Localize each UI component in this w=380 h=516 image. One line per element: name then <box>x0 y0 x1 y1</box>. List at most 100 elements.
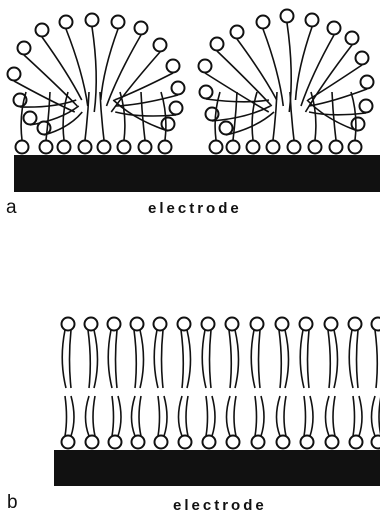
lipid-tail <box>118 396 121 436</box>
lipid-tail <box>277 396 281 436</box>
lipid-head <box>132 436 145 449</box>
lipid-head <box>257 16 270 29</box>
lipid-head <box>346 32 359 45</box>
lipid-tail <box>349 330 353 388</box>
lipid-tail <box>24 55 77 106</box>
panel-a-caption: electrode <box>148 200 242 217</box>
lipid-head <box>172 82 185 95</box>
lipid-tail <box>101 29 118 100</box>
lipid-tail <box>164 396 167 436</box>
lipid-head <box>178 318 191 331</box>
lipid-head <box>85 318 98 331</box>
lipid-tail <box>86 396 90 436</box>
lipid-head <box>220 122 233 135</box>
lipid-head <box>155 436 168 449</box>
lipid-tail <box>311 92 316 140</box>
lipid-tail <box>62 330 66 388</box>
lipid-tail <box>92 27 96 112</box>
lipid-head <box>108 318 121 331</box>
lipid-tail <box>140 330 144 388</box>
lipid-tail <box>235 330 239 388</box>
lipid-tail <box>70 330 72 388</box>
lipid-head <box>276 318 289 331</box>
lipid-head <box>40 141 53 154</box>
lipid-head <box>326 436 339 449</box>
panel-a-label: a <box>6 197 17 219</box>
lipid-tail <box>206 396 208 436</box>
lipid-tail <box>115 73 174 100</box>
lipid-head <box>356 52 369 65</box>
lipid-head <box>227 141 240 154</box>
lipid-tail <box>300 330 304 388</box>
lipid-head <box>109 436 122 449</box>
lipid-head <box>98 141 111 154</box>
lipid-tail <box>279 330 281 388</box>
lipid-tail <box>88 330 90 388</box>
lipid-tail <box>162 330 164 388</box>
lipid-tail <box>234 396 236 436</box>
electrode-bar-a <box>14 155 380 192</box>
lipid-tail <box>132 396 136 436</box>
electrode-bar-b <box>54 450 380 486</box>
lipid-tail <box>304 396 306 436</box>
lipid-tail <box>112 396 114 436</box>
lipid-tail <box>139 396 141 436</box>
lipid-tail <box>181 330 183 388</box>
lipid-head <box>267 141 280 154</box>
lipid-tail <box>227 396 231 436</box>
lipid-head <box>350 436 363 449</box>
lipid-head <box>202 318 215 331</box>
lipid-tail <box>158 396 160 436</box>
lipid-tail <box>375 330 377 388</box>
lipid-head <box>252 436 265 449</box>
lipid-head <box>154 39 167 52</box>
lipid-tail <box>296 27 313 100</box>
lipid-tail <box>309 112 366 115</box>
lipid-tail <box>326 396 330 436</box>
lipid-head <box>8 68 21 81</box>
lipid-head <box>58 141 71 154</box>
lipid-head <box>112 16 125 29</box>
lipid-head <box>330 141 343 154</box>
lipid-head <box>227 436 240 449</box>
lipid-head <box>352 118 365 131</box>
lipid-tail <box>71 396 74 436</box>
lipid-tail <box>353 396 355 436</box>
lipid-tail <box>328 330 330 388</box>
lipid-tail <box>65 396 67 436</box>
lipid-head <box>328 22 341 35</box>
lipid-head <box>139 141 152 154</box>
lipid-tail <box>93 396 95 436</box>
lipid-head <box>226 318 239 331</box>
lipid-tail <box>333 396 335 436</box>
lipid-head <box>18 42 31 55</box>
lipid-tail <box>202 330 206 388</box>
lipid-head <box>162 118 175 131</box>
lipid-head <box>135 22 148 35</box>
lipid-head <box>167 60 180 73</box>
lipid-tail <box>179 396 183 436</box>
lipid-head <box>372 318 380 331</box>
lipid-head <box>199 60 212 73</box>
lipid-head <box>170 102 183 115</box>
lipid-head <box>372 436 380 449</box>
lipid-head <box>62 318 75 331</box>
lipid-head <box>62 436 75 449</box>
lipid-head <box>154 318 167 331</box>
lipid-tail <box>111 52 160 112</box>
lipid-tail <box>255 396 257 436</box>
lipid-head <box>309 141 322 154</box>
lipid-head <box>86 436 99 449</box>
lipid-head <box>210 141 223 154</box>
lipid-tail <box>359 396 362 436</box>
lipid-tail <box>134 330 136 388</box>
lipid-tail <box>63 92 68 140</box>
lipid-tail <box>100 92 104 140</box>
lipid-tail <box>251 330 255 388</box>
lipid-head <box>16 141 29 154</box>
lipid-tail <box>210 330 212 388</box>
lipid-tail <box>94 330 98 388</box>
lipid-tail <box>372 396 376 436</box>
lipid-tail <box>66 29 88 106</box>
